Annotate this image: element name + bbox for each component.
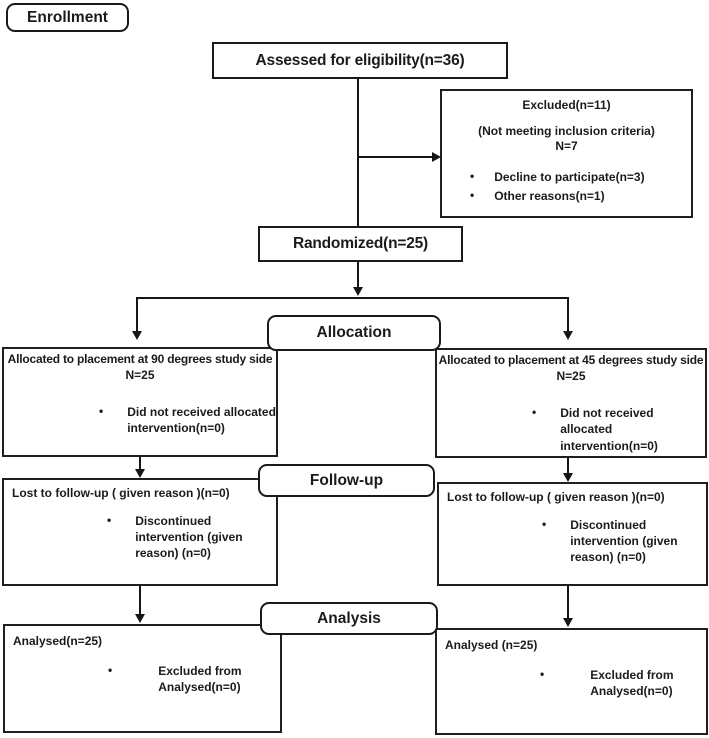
- split-line: [136, 297, 569, 299]
- analysis-stage-label: Analysis: [260, 602, 438, 635]
- followup-left-title: Lost to follow-up ( given reason )(n=0): [12, 486, 230, 500]
- bullet-icon: •: [107, 512, 112, 527]
- allocation-stage-label: Allocation: [267, 315, 441, 351]
- bullet-icon: •: [470, 187, 475, 202]
- followup-right-bullet: • Discontinued intervention (given reaso…: [542, 516, 678, 564]
- connector-followup-to-analysis-left: [134, 586, 145, 623]
- followup-right-title: Lost to follow-up ( given reason )(n=0): [447, 490, 665, 504]
- arrowhead-down-icon: [134, 469, 145, 478]
- assessed-box: Assessed for eligibility(n=36): [212, 42, 508, 79]
- arrowhead-down-icon: [134, 614, 145, 623]
- allocation-left-title: Allocated to placement at 90 degrees stu…: [7, 352, 273, 366]
- connector-to-excluded: [358, 151, 441, 162]
- arrowhead-down-icon: [562, 618, 573, 627]
- bullet-icon: •: [108, 662, 113, 677]
- allocation-left-n: N=25: [125, 367, 155, 382]
- assessed-box-title: Assessed for eligibility(n=36): [255, 51, 465, 69]
- connector-allocation-to-followup-left: [134, 457, 145, 478]
- enrollment-stage-label-text: Enrollment: [27, 8, 108, 26]
- enrollment-stage-label: Enrollment: [6, 3, 129, 32]
- analysis-right-bullet: • Excluded from Analysed(n=0): [540, 666, 674, 698]
- excluded-criteria-line: (Not meeting inclusion criteria): [478, 123, 655, 138]
- arrowhead-down-icon: [352, 287, 363, 296]
- connector-followup-to-analysis-right: [562, 586, 573, 627]
- connector-assessed-to-randomized: [357, 79, 359, 226]
- bullet-icon: •: [532, 405, 537, 420]
- connector-split-to-allocation-left: [131, 297, 142, 340]
- allocation-right-box: Allocated to placement at 45 degrees stu…: [435, 348, 707, 458]
- followup-left-box: Lost to follow-up ( given reason )(n=0) …: [2, 478, 278, 586]
- excluded-bullet-other: • Other reasons(n=1): [470, 187, 605, 203]
- analysis-right-box: Analysed (n=25) • Excluded from Analysed…: [435, 628, 708, 735]
- allocation-right-n: N=25: [556, 368, 586, 383]
- excluded-criteria-n: N=7: [555, 139, 578, 154]
- arrowhead-down-icon: [562, 331, 573, 340]
- bullet-icon: •: [542, 516, 547, 531]
- connector-split-to-allocation-right: [562, 297, 573, 340]
- analysis-left-bullet: • Excluded from Analysed(n=0): [108, 662, 242, 694]
- followup-stage-label: Follow-up: [258, 464, 435, 497]
- analysis-left-box: Analysed(n=25) • Excluded from Analysed(…: [3, 624, 282, 733]
- arrowhead-right-icon: [432, 151, 441, 162]
- followup-left-bullet: • Discontinued intervention (given reaso…: [107, 512, 243, 560]
- randomized-box-title: Randomized(n=25): [292, 235, 429, 252]
- followup-right-box: Lost to follow-up ( given reason )(n=0) …: [437, 482, 708, 586]
- allocation-left-bullet: • Did not received allocated interventio…: [99, 404, 276, 436]
- connector-randomized-to-split: [352, 262, 363, 296]
- arrowhead-down-icon: [131, 331, 142, 340]
- bullet-icon: •: [470, 168, 475, 183]
- bullet-icon: •: [540, 666, 545, 681]
- allocation-stage-label-text: Allocation: [316, 324, 392, 341]
- followup-stage-label-text: Follow-up: [309, 471, 384, 489]
- connector-allocation-to-followup-right: [562, 458, 573, 482]
- analysis-right-title: Analysed (n=25): [445, 638, 538, 652]
- analysis-left-title: Analysed(n=25): [13, 634, 103, 648]
- excluded-box: Excluded(n=11) (Not meeting inclusion cr…: [440, 89, 693, 218]
- excluded-title: Excluded(n=11): [522, 98, 611, 112]
- randomized-box: Randomized(n=25): [258, 226, 463, 262]
- excluded-bullet-decline: • Decline to participate(n=3): [470, 168, 645, 184]
- arrowhead-down-icon: [562, 473, 573, 482]
- analysis-stage-label-text: Analysis: [317, 609, 381, 627]
- allocation-right-title: Allocated to placement at 45 degrees stu…: [438, 353, 704, 367]
- allocation-right-bullet: • Did not received allocated interventio…: [532, 405, 658, 453]
- bullet-icon: •: [99, 404, 104, 419]
- allocation-left-box: Allocated to placement at 90 degrees stu…: [2, 347, 278, 457]
